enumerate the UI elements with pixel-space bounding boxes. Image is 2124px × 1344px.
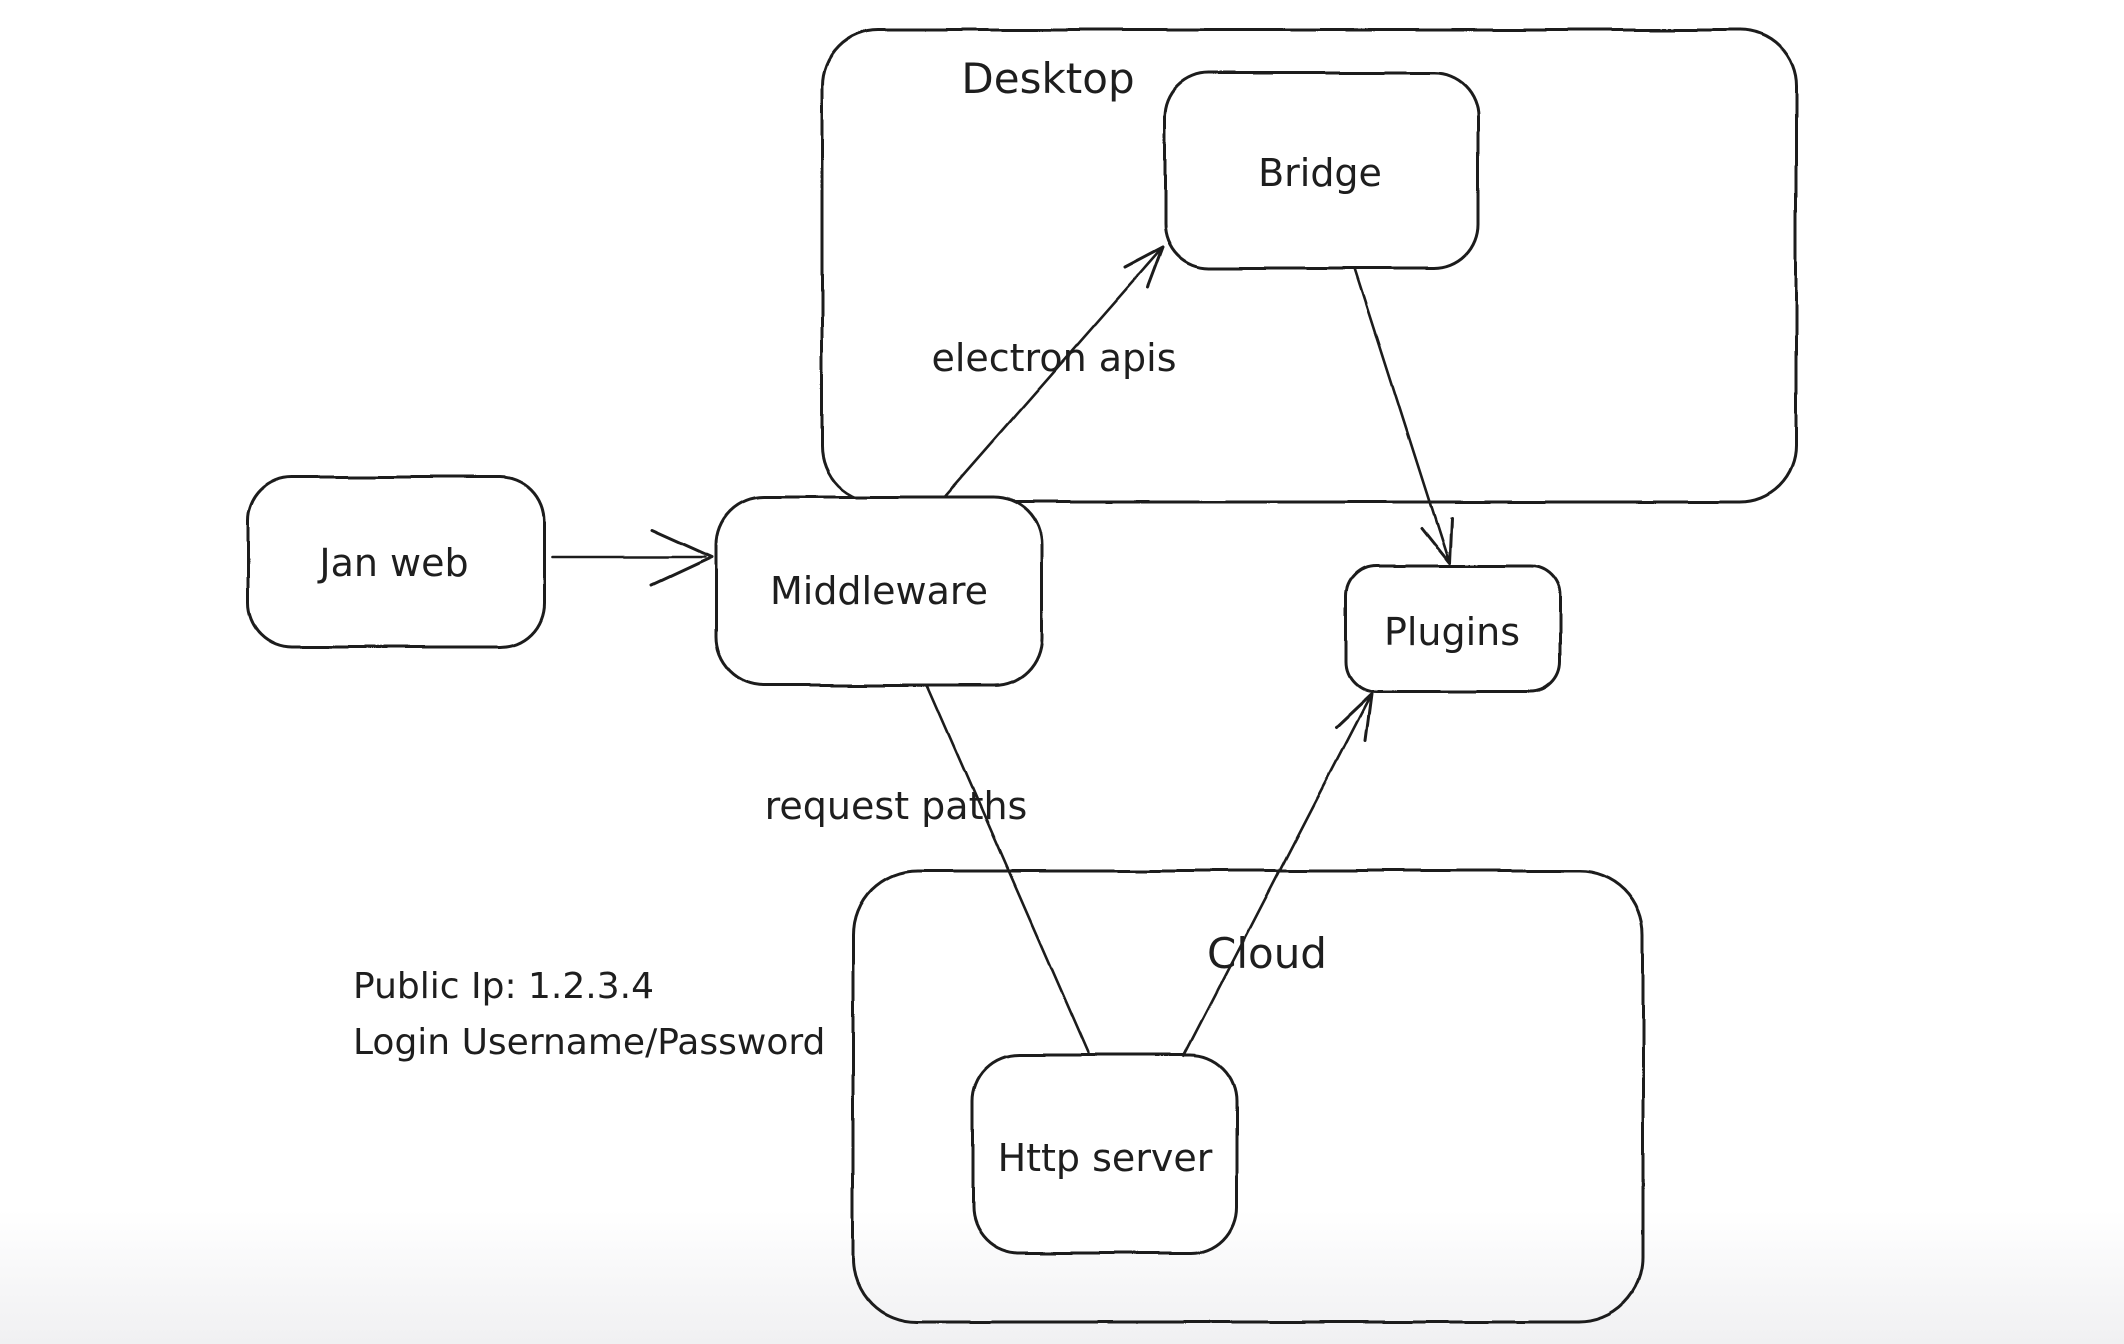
edge-middleware-bridge-line [943, 245, 1165, 498]
node-http-server[interactable] [971, 1053, 1239, 1255]
node-bridge-label: Bridge [1258, 151, 1382, 195]
edge-middleware-bridge[interactable] [943, 245, 1165, 498]
container-desktop[interactable] [820, 28, 1798, 504]
edge-middleware-httpserver-line [926, 684, 1092, 1059]
node-middleware-label: Middleware [770, 569, 988, 613]
edge-janweb-middleware[interactable] [550, 528, 714, 587]
edge-janweb-middleware-arrowhead-icon [650, 528, 714, 587]
container-cloud[interactable] [851, 869, 1645, 1324]
edge-label-electron-apis[interactable]: electron apis [931, 336, 1176, 380]
edge-bridge-plugins-line [1353, 266, 1451, 565]
edge-bridge-plugins-arrowhead-icon [1419, 516, 1453, 565]
edge-httpserver-plugins-arrowhead-icon [1334, 692, 1373, 743]
edge-label-request-paths[interactable]: request paths [765, 784, 1028, 828]
node-plugins[interactable] [1344, 564, 1562, 694]
node-bridge[interactable] [1163, 71, 1480, 270]
node-http-server-label: Http server [998, 1136, 1213, 1180]
node-plugins-label: Plugins [1384, 610, 1520, 654]
node-middleware[interactable] [714, 495, 1044, 687]
container-cloud-label: Cloud [1207, 929, 1327, 978]
edge-middleware-bridge-arrowhead-icon [1123, 245, 1165, 289]
edge-httpserver-plugins[interactable] [1182, 692, 1373, 1058]
edge-httpserver-plugins-line [1182, 692, 1373, 1058]
edge-middleware-httpserver[interactable] [926, 684, 1092, 1059]
container-desktop-label: Desktop [961, 54, 1134, 103]
edge-bridge-plugins[interactable] [1353, 266, 1453, 565]
note-public-ip[interactable]: Public Ip: 1.2.3.4 [353, 966, 654, 1007]
node-jan-web-label: Jan web [317, 541, 468, 585]
node-jan-web[interactable] [246, 475, 546, 649]
note-login[interactable]: Login Username/Password [353, 1022, 825, 1063]
